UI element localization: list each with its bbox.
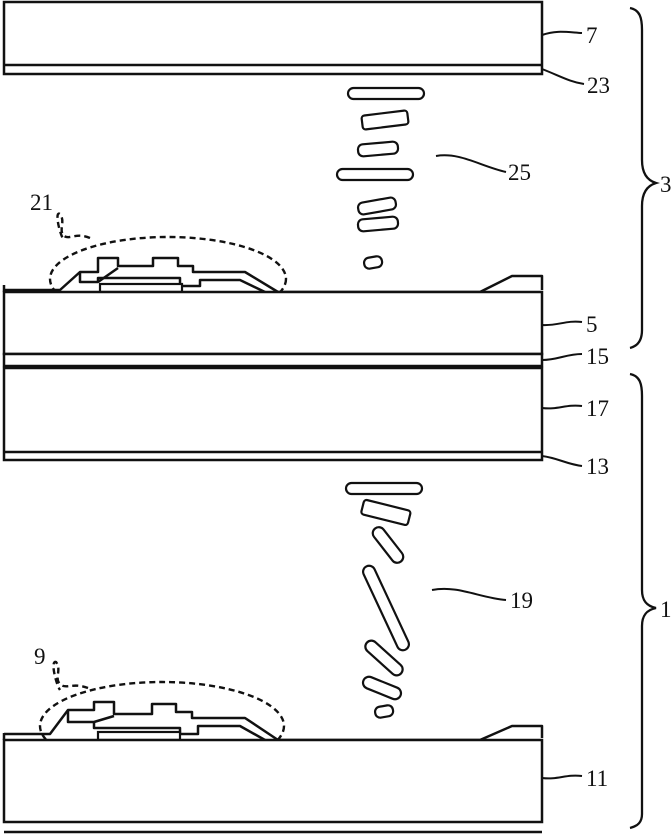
substrate-5: [4, 292, 542, 354]
lc-rod: [361, 499, 411, 525]
thin-film-transistor-9: [4, 702, 542, 740]
liquid-crystal-19: [346, 483, 422, 718]
lc-rod: [348, 88, 424, 99]
label-9: 9: [34, 644, 46, 669]
label-1: 1: [660, 597, 672, 622]
tft-9-dashed-leader: [53, 662, 88, 690]
lc-rod: [346, 483, 422, 494]
lc-rod: [363, 256, 383, 270]
thin-film-transistor-21: [4, 258, 542, 292]
substrate-7: [4, 2, 542, 74]
lc-rod: [357, 197, 397, 215]
lc-rod: [361, 110, 408, 130]
tft-21-dashed-leader: [57, 214, 90, 240]
label-13: 13: [586, 454, 609, 479]
leader-11: [542, 776, 582, 779]
label-19: 19: [510, 588, 533, 613]
leader-19: [432, 589, 506, 600]
label-21: 21: [30, 190, 53, 215]
film-15: [4, 354, 542, 366]
leader-23: [542, 69, 584, 84]
leader-5: [542, 322, 582, 326]
lc-rod: [361, 564, 411, 652]
lc-rod: [374, 705, 394, 719]
label-15: 15: [586, 344, 609, 369]
leader-17: [542, 406, 582, 409]
liquid-crystal-25: [337, 88, 424, 269]
lc-rod: [358, 216, 399, 231]
label-7: 7: [586, 23, 598, 48]
leader-7: [542, 32, 582, 35]
label-25: 25: [508, 160, 531, 185]
label-3: 3: [660, 172, 672, 197]
lc-rod: [361, 675, 403, 701]
leader-25: [436, 155, 506, 172]
lc-rod: [358, 141, 399, 156]
lc-rod: [370, 525, 405, 565]
lc-rod: [337, 169, 413, 180]
label-11: 11: [586, 766, 608, 791]
leader-13: [542, 456, 582, 466]
label-17: 17: [586, 396, 609, 421]
leader-15: [542, 354, 582, 360]
label-5: 5: [586, 312, 598, 337]
substrate-17: [4, 368, 542, 460]
brace-1: [630, 374, 656, 828]
brace-3: [630, 8, 656, 348]
label-23: 23: [587, 73, 610, 98]
substrate-11: [4, 740, 542, 822]
